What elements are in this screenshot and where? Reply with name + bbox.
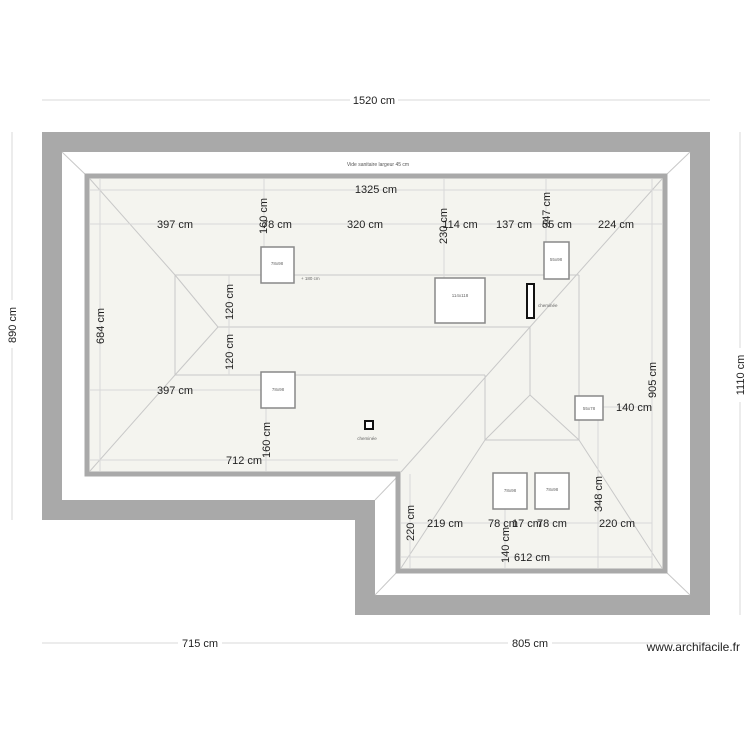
- dim: 78 cm: [262, 219, 292, 231]
- window-size: 55x78: [583, 406, 596, 411]
- dim-bottom-left: 715 cm: [182, 638, 218, 650]
- roof-window: [574, 395, 604, 421]
- dim: 160 cm: [258, 198, 270, 234]
- dim: 1325 cm: [355, 184, 397, 196]
- roof-window: [492, 472, 528, 510]
- dim: 712 cm: [226, 455, 262, 467]
- brand-watermark: www.archifacile.fr: [646, 640, 740, 654]
- roof-window: [534, 472, 570, 510]
- window-size: 78x98: [546, 487, 559, 492]
- dim: 320 cm: [347, 219, 383, 231]
- chimney-label: cheminée: [357, 436, 377, 441]
- dim: 348 cm: [593, 476, 605, 512]
- window-size: 78x98: [271, 261, 284, 266]
- dim: 137 cm: [496, 219, 532, 231]
- window-size: 114x118: [452, 293, 469, 298]
- dim-right: 1110 cm: [735, 355, 747, 396]
- dim-bottom-right: 805 cm: [512, 638, 548, 650]
- roof-window: [260, 246, 295, 284]
- dim: 612 cm: [514, 552, 550, 564]
- dim: 905 cm: [647, 362, 659, 398]
- dim: 230 cm: [438, 208, 450, 244]
- dim: 140 cm: [616, 402, 652, 414]
- chimney-label: cheminée: [538, 303, 558, 308]
- dim: 220 cm: [599, 518, 635, 530]
- dim: 347 cm: [541, 192, 553, 228]
- dim: 160 cm: [261, 422, 273, 458]
- dim: 120 cm: [224, 334, 236, 370]
- dim: 684 cm: [95, 308, 107, 344]
- dim: 220 cm: [405, 505, 417, 541]
- dimension-labels: 1325 cm 397 cm 160 cm 78 cm 320 cm 230 c…: [95, 184, 659, 564]
- chimney: [364, 420, 374, 430]
- roof-window: [543, 241, 570, 280]
- dim: 78 cm: [488, 518, 518, 530]
- dim: 114 cm: [442, 219, 477, 231]
- dim-top: 1520 cm: [353, 95, 395, 107]
- dim: 219 cm: [427, 518, 463, 530]
- dim: 397 cm: [157, 219, 193, 231]
- dim: 17 cm: [512, 518, 542, 530]
- crawlspace-lines: [61, 151, 691, 596]
- roof-window: [260, 371, 296, 409]
- roof-lines: [89, 178, 663, 569]
- dim-left: 890 cm: [7, 307, 19, 343]
- dim: 55 cm: [542, 219, 572, 231]
- chimney: [526, 283, 535, 319]
- dim: 78 cm: [537, 518, 567, 530]
- roof-window: [434, 277, 486, 324]
- annotation: + 180 cm: [301, 276, 320, 281]
- window-size: 78x98: [272, 387, 285, 392]
- dim: 224 cm: [598, 219, 634, 231]
- window-size: 78x98: [504, 488, 517, 493]
- dim: 120 cm: [224, 284, 236, 320]
- dim: 397 cm: [157, 385, 193, 397]
- dim: 140 cm: [500, 527, 512, 563]
- window-size: 55x98: [550, 257, 563, 262]
- dimension-guides: [90, 179, 662, 568]
- crawlspace-label: Vide sanitaire largeur 45 cm: [347, 162, 409, 168]
